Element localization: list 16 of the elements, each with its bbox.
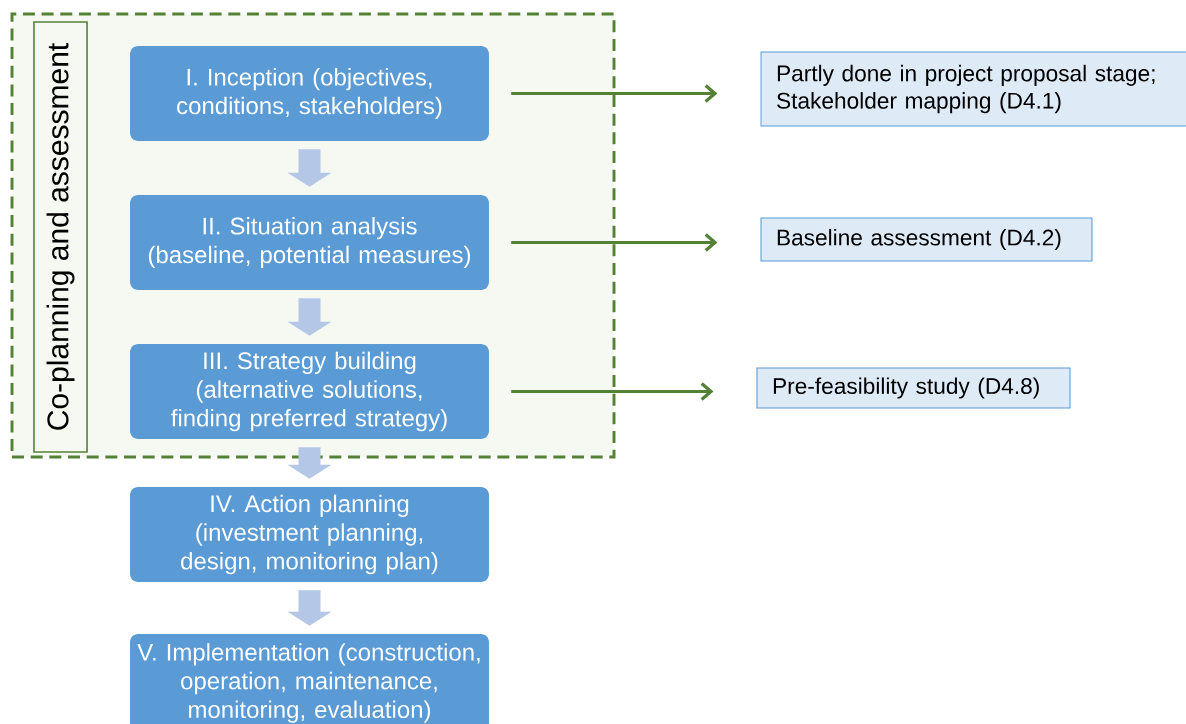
process-box: IV. Action planning (investment planning, design, monitoring plan) bbox=[130, 487, 489, 582]
arrow bbox=[287, 149, 332, 187]
arrow bbox=[287, 590, 332, 626]
arrow bbox=[511, 233, 718, 252]
rotated-label-box: Co-planning and assessment bbox=[33, 21, 88, 453]
arrow bbox=[511, 382, 714, 401]
deliverable-box: Baseline assessment (D4.2) bbox=[760, 217, 1093, 262]
deliverable-box: Partly done in project proposal stage; Stakeholder mapping (D4.1) bbox=[760, 51, 1186, 127]
arrow bbox=[287, 298, 332, 336]
process-box: V. Implementation (construction, operation, maintenance, monitoring, evaluation) bbox=[130, 634, 489, 724]
process-box: I. Inception (objectives, conditions, stakeholders) bbox=[130, 46, 489, 141]
process-box: III. Strategy building (alternative solutions, finding preferred strategy) bbox=[130, 344, 489, 439]
process-box: II. Situation analysis (baseline, potential measures) bbox=[130, 195, 489, 290]
deliverable-box: Pre-feasibility study (D4.8) bbox=[756, 367, 1071, 409]
arrow bbox=[287, 447, 332, 479]
arrow bbox=[511, 84, 718, 103]
